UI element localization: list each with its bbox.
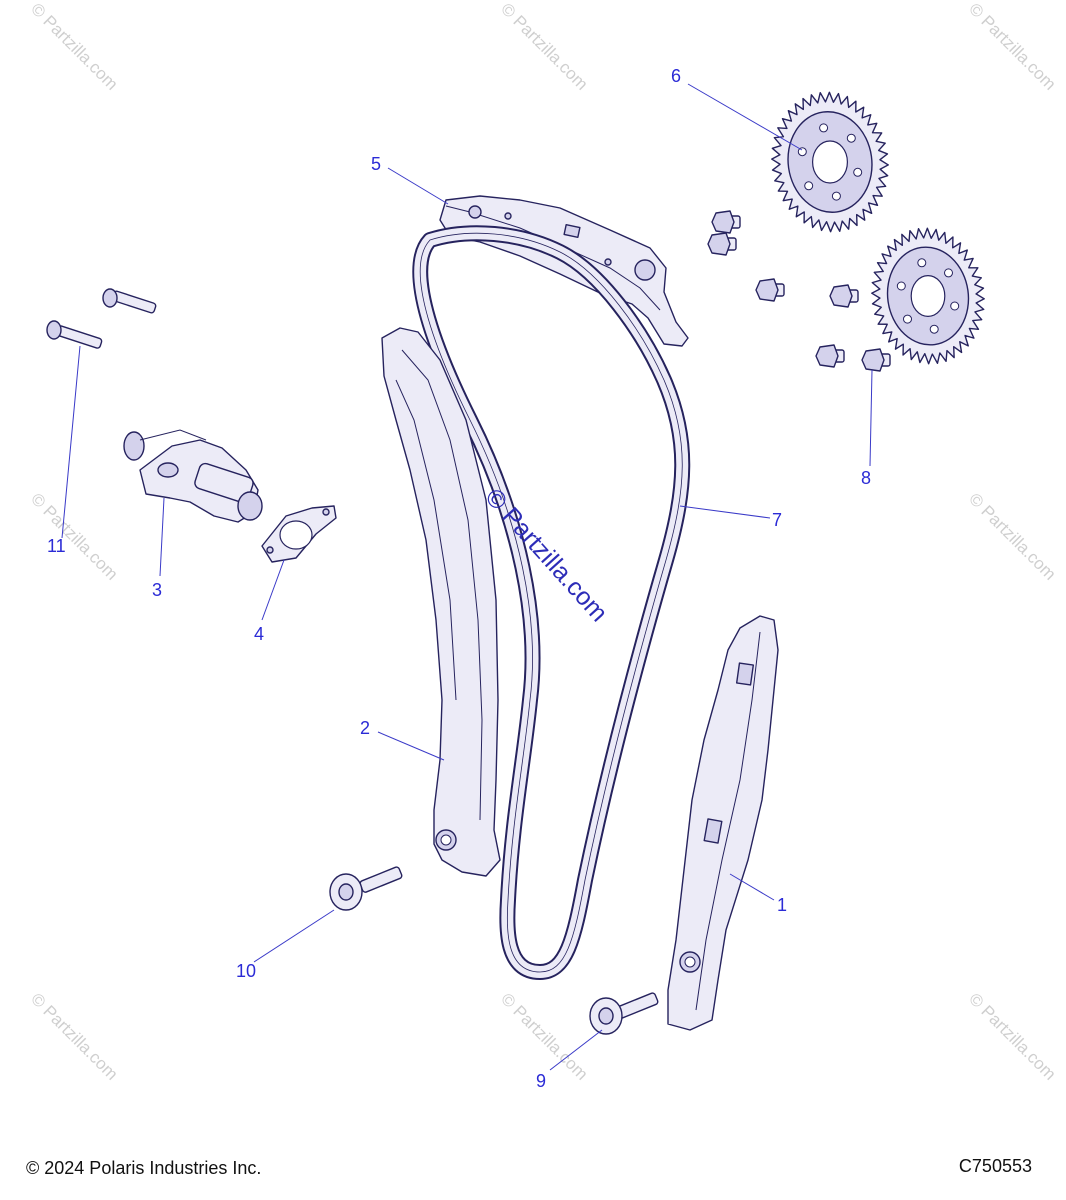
callout-9: 9 — [536, 1071, 546, 1091]
part-2-chain-tensioner-guide[interactable] — [381, 327, 501, 877]
gear-bolt-hole — [797, 147, 807, 157]
gear-bolt-hole — [846, 133, 856, 143]
leader-lines — [61, 83, 873, 1071]
center-watermark: © Partzilla.com — [480, 483, 614, 627]
watermark-text: © Partzilla.com — [965, 989, 1059, 1083]
watermark-text: © Partzilla.com — [27, 989, 121, 1083]
watermark-text: © Partzilla.com — [27, 0, 121, 94]
bolt-icon[interactable] — [755, 278, 785, 302]
gear-bolt-hole — [903, 314, 912, 324]
gear-bolt-hole — [929, 324, 939, 334]
part-8-lower-sprocket[interactable] — [863, 221, 993, 371]
gear-bore — [910, 275, 946, 317]
gear-bolt-hole — [853, 167, 863, 177]
part-6-upper-sprocket[interactable] — [763, 85, 897, 240]
part-5-upper-chain-guide[interactable] — [439, 195, 689, 347]
gear-bolt-hole — [804, 181, 814, 191]
part-10-pivot-bolt[interactable] — [329, 866, 403, 911]
callout-3: 3 — [152, 580, 162, 600]
diagram-code: C750553 — [958, 1156, 1032, 1176]
bolt-icon[interactable] — [102, 288, 157, 314]
gear-bolt-hole — [896, 281, 906, 291]
callout-6: 6 — [671, 66, 681, 86]
part-4-gasket[interactable] — [261, 505, 337, 563]
bolt-icon[interactable] — [815, 344, 845, 368]
callout-10: 10 — [236, 961, 256, 981]
part-9-guide-bolt[interactable] — [589, 992, 659, 1035]
callout-8: 8 — [861, 468, 871, 488]
part-7-timing-chain[interactable] — [412, 225, 691, 980]
callout-1: 1 — [777, 895, 787, 915]
callout-4: 4 — [254, 624, 264, 644]
part-1-fixed-chain-guide[interactable] — [667, 615, 779, 1031]
callout-2: 2 — [360, 718, 370, 738]
part-3-cam-chain-tensioner[interactable] — [123, 429, 263, 523]
bolt-icon[interactable] — [829, 284, 859, 308]
bolt-icon[interactable] — [46, 320, 103, 349]
gear-bolt-hole — [831, 191, 841, 201]
part-11-tensioner-bolts[interactable] — [46, 288, 157, 349]
copyright-text: © 2024 Polaris Industries Inc. — [26, 1158, 262, 1178]
bolt-icon[interactable] — [711, 210, 741, 234]
callout-7: 7 — [772, 510, 782, 530]
bolt-icon[interactable] — [861, 348, 891, 372]
callout-labels: 6 5 8 7 11 3 4 2 1 10 9 — [47, 66, 871, 1091]
watermark-text: © Partzilla.com — [27, 489, 121, 583]
watermark-text: © Partzilla.com — [965, 0, 1059, 94]
callout-5: 5 — [371, 154, 381, 174]
sprocket-bolts[interactable] — [707, 210, 891, 372]
callout-11: 11 — [47, 536, 66, 556]
watermark-text: © Partzilla.com — [965, 489, 1059, 583]
gear-bolt-hole — [917, 258, 927, 268]
gear-bolt-hole — [819, 123, 829, 133]
watermark-text: © Partzilla.com — [497, 0, 591, 94]
gear-bore — [812, 140, 848, 184]
watermark-text: © Partzilla.com — [497, 989, 591, 1083]
bolt-icon[interactable] — [707, 232, 737, 256]
gear-bolt-hole — [944, 268, 953, 278]
gear-bolt-hole — [950, 301, 960, 311]
